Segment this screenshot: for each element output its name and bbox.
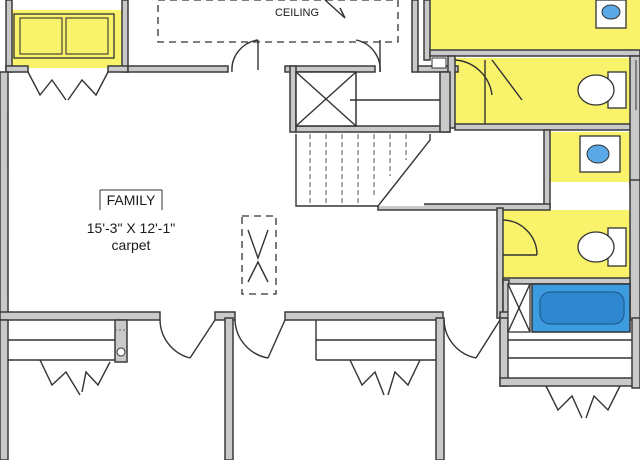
toilet-icon [577,227,627,267]
door-swing-bottom-left [159,319,216,359]
double-window-icon [13,13,115,59]
bifold-door-top-left [27,71,109,101]
lower-center-closet [315,320,436,396]
lower-left-closet [8,329,127,396]
door-swing-bottom-right [443,319,501,359]
family-room-flooring: carpet [112,237,151,253]
door-swing-bath-1 [454,59,523,124]
family-room-label: FAMILY 15'-3" X 12'-1" carpet [87,189,175,253]
linen-cabinet [507,283,531,333]
vaulted-ceiling-outline [157,0,399,43]
bathtub-icon [531,283,631,333]
family-room-dimensions: 15'-3" X 12'-1" [87,220,175,236]
toilet-icon [577,71,627,109]
door-swing-bath-2 [502,219,538,256]
door-swing-top-center [231,39,381,73]
shelf-box [431,57,447,69]
sink-icon [579,135,621,173]
stairs-icon [295,71,440,207]
door-swing-bottom-center [234,319,286,359]
ceiling-label: CEILING [275,7,319,19]
window-marks [7,60,637,300]
family-room-name: FAMILY [107,192,156,208]
attic-access-icon [241,215,277,295]
sink-icon [595,0,627,29]
lower-right-closet [508,339,632,419]
